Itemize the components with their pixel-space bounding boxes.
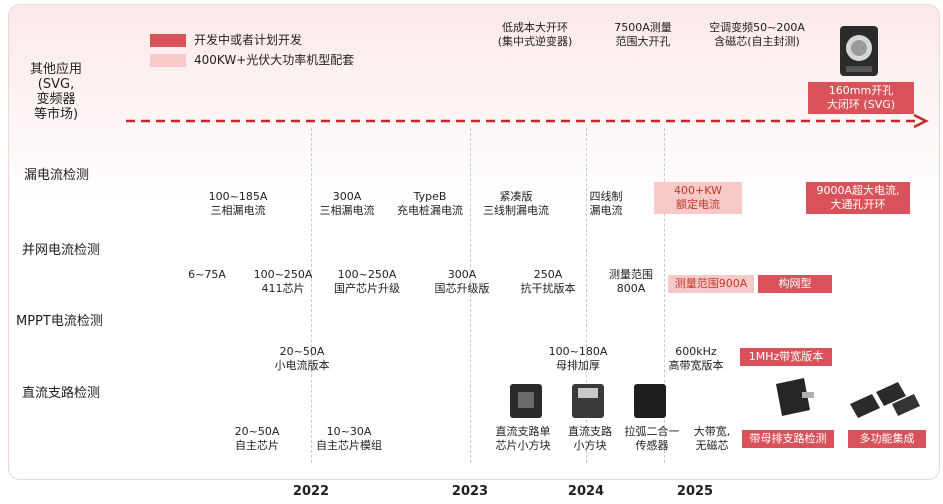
year-divider-2025 — [664, 128, 665, 463]
item-dc-square: 直流支路 小方块 — [568, 425, 612, 452]
item-leak-300a: 300A 三相漏电流 — [319, 190, 375, 217]
item-mppt-100-180a: 100~180A 母排加厚 — [548, 345, 608, 372]
item-grid-100-250a-411: 100~250A 411芯片 — [253, 268, 313, 295]
item-low-cost-open-loop: 低成本大开环 (集中式逆变器) — [497, 21, 573, 48]
year-divider-2023 — [470, 128, 471, 463]
year-label-2025: 2025 — [676, 484, 714, 499]
legend-swatch-pv400 — [150, 54, 186, 67]
legend-swatch-planned — [150, 34, 186, 47]
legend-label-pv400: 400KW+光伏大功率机型配套 — [194, 53, 355, 67]
sensor-photo-svg — [838, 24, 880, 78]
year-divider-2024 — [586, 128, 587, 463]
year-divider-2022 — [311, 128, 312, 463]
item-dc-10-30a: 10~30A 自主芯片模组 — [316, 425, 382, 452]
item-leak-compact: 紧凑版 三线制漏电流 — [483, 190, 549, 217]
badge-mppt-1mhz: 1MHz带宽版本 — [740, 348, 832, 366]
sensor-photo-arc-fault — [632, 380, 668, 424]
item-grid-100-250a-domestic: 100~250A 国产芯片升级 — [334, 268, 400, 295]
item-mppt-600khz: 600kHz 高带宽版本 — [668, 345, 724, 372]
item-dc-20-50a: 20~50A 自主芯片 — [234, 425, 280, 452]
item-grid-800a: 测量范围 800A — [609, 268, 653, 295]
item-leak-100-185a: 100~185A 三相漏电流 — [208, 190, 268, 217]
item-dc-arc-fault: 拉弧二合一 传感器 — [624, 425, 680, 452]
item-leak-typeb: TypeB 充电桩漏电流 — [397, 190, 463, 217]
item-mppt-20-50a: 20~50A 小电流版本 — [274, 345, 330, 372]
category-dc-branch: 直流支路检测 — [22, 386, 101, 401]
item-7500a-large-aperture: 7500A测量 范围大开孔 — [614, 21, 672, 48]
category-other-applications: 其他应用 (SVG, 变频器 等市场) — [29, 62, 82, 122]
item-grid-250a: 250A 抗干扰版本 — [520, 268, 576, 295]
sensor-photo-dc-square — [570, 380, 606, 424]
item-grid-300a: 300A 国芯升级版 — [434, 268, 490, 295]
badge-400kw-rated: 400+KW 额定电流 — [654, 182, 742, 214]
badge-160mm-closed-loop: 160mm开孔 大闭环 (SVG) — [808, 82, 914, 114]
badge-grid-forming: 构网型 — [758, 275, 832, 293]
item-ac-inverter-50-200a: 空调变频50~200A 含磁芯(自主封测) — [709, 21, 805, 48]
item-grid-6-75a: 6~75A — [188, 268, 226, 281]
year-label-2022: 2022 — [292, 484, 330, 499]
item-dc-single-chip: 直流支路单 芯片小方块 — [495, 425, 551, 452]
sensor-photo-busbar-branch — [770, 376, 816, 424]
year-label-2023: 2023 — [451, 484, 489, 499]
year-label-2024: 2024 — [567, 484, 605, 499]
sensor-photo-multi-function — [846, 378, 922, 426]
badge-9000a-open-loop: 9000A超大电流, 大通孔开环 — [806, 182, 910, 214]
badge-dc-busbar: 带母排支路检测 — [742, 430, 834, 448]
badge-dc-multi-function: 多功能集成 — [848, 430, 926, 448]
item-dc-wide-band: 大带宽, 无磁芯 — [693, 425, 731, 452]
sensor-photo-dc-single-chip — [508, 380, 544, 424]
legend-label-planned: 开发中或者计划开发 — [194, 33, 303, 47]
timeline-arrow — [126, 114, 929, 128]
category-grid-current: 并网电流检测 — [22, 243, 101, 258]
badge-grid-900a: 测量范围900A — [668, 275, 754, 293]
item-leak-four-wire: 四线制 漏电流 — [589, 190, 623, 217]
category-leakage-current: 漏电流检测 — [24, 168, 90, 183]
category-mppt-current: MPPT电流检测 — [16, 314, 103, 329]
